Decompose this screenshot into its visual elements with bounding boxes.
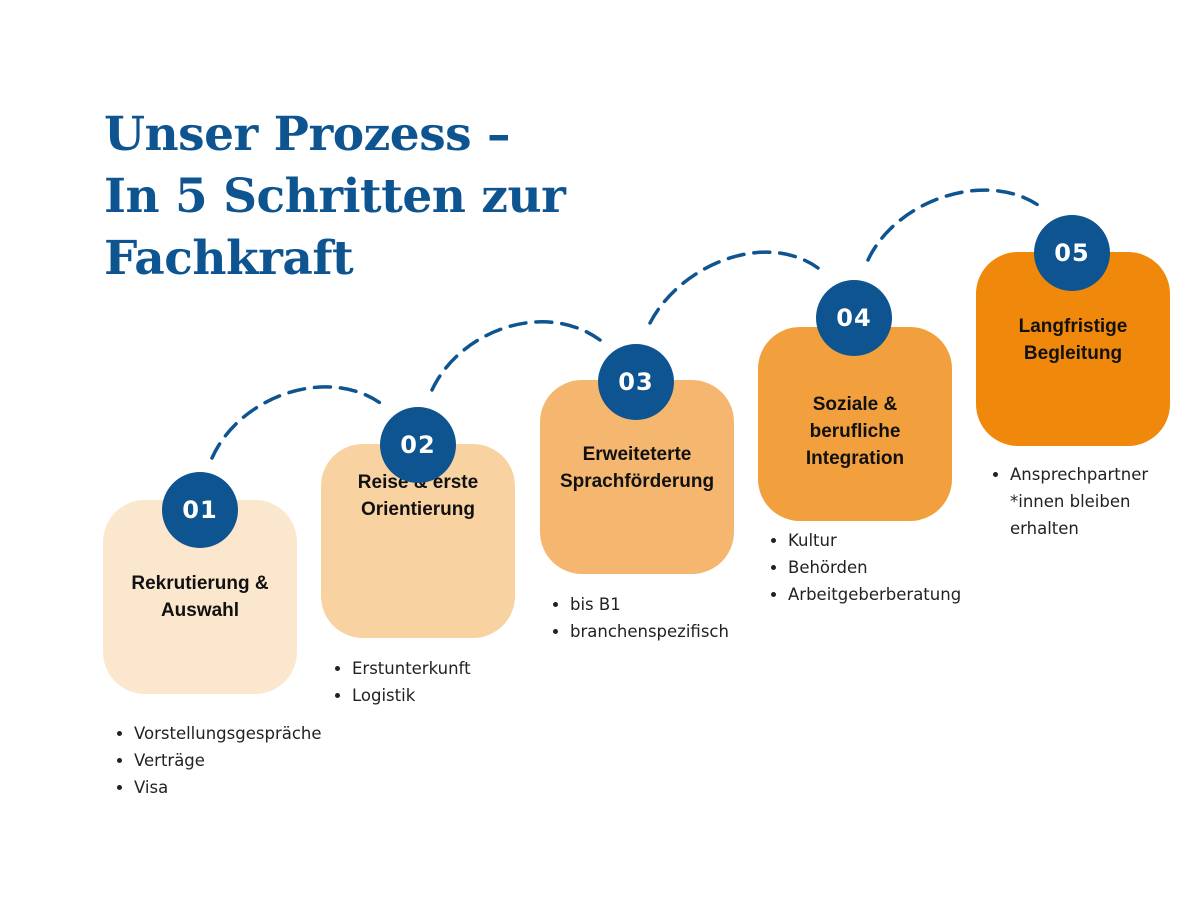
connector-arc-4-5 [866, 188, 1040, 262]
step-4-bullet: Kultur [788, 527, 961, 554]
step-4-bullets: Kultur Behörden Arbeitgeberberatung [758, 527, 961, 608]
step-2-bullet: Erstunterkunft [352, 655, 471, 682]
connector-arc-2-3 [430, 320, 602, 392]
step-4-box: Soziale & berufliche Integration [758, 327, 952, 521]
page-title: Unser Prozess – In 5 Schritten zur Fachk… [104, 104, 566, 290]
title-line-3: Fachkraft [104, 231, 354, 286]
step-4-label: Soziale & berufliche Integration [805, 394, 905, 469]
step-1-bullet: Verträge [134, 747, 322, 774]
step-1-label: Rekrutierung & Auswahl [131, 573, 269, 621]
step-3-bullet: branchenspezifisch [570, 618, 729, 645]
step-1-bullet: Vorstellungsgespräche [134, 720, 322, 747]
step-4-bullet: Arbeitgeberberatung [788, 581, 961, 608]
title-line-2: In 5 Schritten zur [104, 169, 566, 224]
step-4-number-badge: 04 [816, 280, 892, 356]
step-3-number-badge: 03 [598, 344, 674, 420]
step-2-number-badge: 02 [380, 407, 456, 483]
step-3-label: Erweiteterte Sprachförderung [559, 444, 715, 492]
title-line-1: Unser Prozess – [104, 107, 510, 162]
step-1-bullets: Vorstellungsgespräche Verträge Visa [104, 720, 322, 801]
step-2-bullet: Logistik [352, 682, 471, 709]
step-5-label: Langfristige Begleitung [1018, 316, 1128, 364]
step-1-number-badge: 01 [162, 472, 238, 548]
step-5-bullet: Ansprechpartner *innen bleiben erhalten [1010, 461, 1200, 542]
step-5-number-badge: 05 [1034, 215, 1110, 291]
connector-arc-1-2 [210, 385, 385, 460]
step-4-bullet: Behörden [788, 554, 961, 581]
step-2-bullets: Erstunterkunft Logistik [322, 655, 471, 709]
connector-arc-3-4 [648, 250, 820, 325]
step-3-bullets: bis B1 branchenspezifisch [540, 591, 729, 645]
step-5-bullets: Ansprechpartner *innen bleiben erhalten [980, 461, 1200, 542]
step-3-bullet: bis B1 [570, 591, 729, 618]
step-1-bullet: Visa [134, 774, 322, 801]
